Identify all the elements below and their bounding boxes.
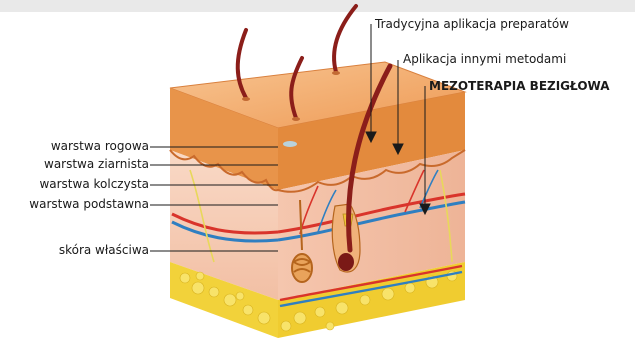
label-stratum-corneum: warstwa rogowa bbox=[51, 139, 149, 153]
label-dermis: skóra właściwa bbox=[59, 243, 149, 257]
label-needle-free-mesotherapy: MEZOTERAPIA BEZIGŁOWA bbox=[429, 79, 610, 93]
label-other-methods: Aplikacja innymi metodami bbox=[403, 52, 566, 66]
label-stratum-granulosum: warstwa ziarnista bbox=[44, 157, 149, 171]
skin-surface-droplet bbox=[283, 141, 297, 147]
label-traditional-application: Tradycyjna aplikacja preparatów bbox=[375, 17, 569, 31]
label-stratum-basale: warstwa podstawna bbox=[29, 197, 149, 211]
label-stratum-spinosum: warstwa kolczysta bbox=[39, 177, 149, 191]
